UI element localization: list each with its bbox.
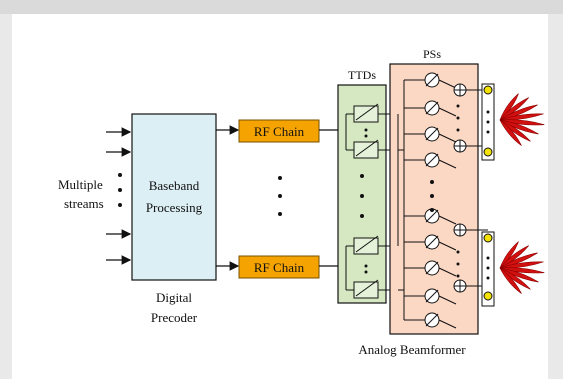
ps-small-dot-bottom-2 — [456, 262, 460, 266]
ttd-arrow-2 — [355, 139, 379, 157]
baseband-label-line1: Baseband — [149, 178, 200, 193]
beam-pattern-bottom — [499, 241, 545, 294]
ttd-dot-2 — [360, 194, 364, 198]
phase-shifter-slash-1 — [425, 73, 439, 87]
ps-small-dot-top-2 — [456, 116, 460, 120]
ps-out-8 — [438, 295, 457, 305]
ttd-small-dot-bottom-2 — [364, 270, 368, 274]
ttd-unit-1 — [353, 105, 379, 123]
ps-small-dot-bottom-1 — [456, 250, 460, 254]
input-dots — [118, 173, 122, 207]
ttd-unit-3 — [353, 237, 379, 255]
antenna-bottom-2 — [483, 291, 493, 301]
ttd-units — [345, 103, 398, 299]
ps-out-5 — [438, 215, 457, 225]
ttd-arrow-3 — [355, 235, 379, 253]
antenna-bottom-dot-3 — [486, 276, 490, 280]
analog-beamformer-label: Analog Beamformer — [358, 342, 466, 357]
antenna-top-dot-1 — [486, 110, 490, 114]
ttd-dot-1 — [360, 174, 364, 178]
baseband-to-rf-arrows — [216, 125, 240, 271]
antenna-top-2 — [483, 147, 493, 157]
rf-chain-top-label: RF Chain — [254, 124, 305, 139]
antenna-elements — [483, 85, 493, 301]
ttd-unit-2 — [353, 141, 379, 159]
ps-out-4 — [438, 159, 457, 169]
rf-dots — [278, 176, 282, 216]
ttd-small-dot-bottom-1 — [364, 264, 368, 268]
baseband-label-line2: Processing — [146, 200, 203, 215]
baseband-block — [131, 113, 217, 281]
phase-shifter-slash-3 — [425, 127, 439, 141]
ps-small-dot-top-1 — [456, 104, 460, 108]
pss-label: PSs — [423, 47, 441, 61]
ttd-arrow-4 — [355, 279, 379, 297]
ttd-small-dot-top-1 — [364, 128, 368, 132]
beam-pattern-top — [499, 93, 545, 146]
ps-out-6 — [438, 241, 457, 251]
top-band — [0, 0, 563, 14]
antenna-bottom-1 — [483, 233, 493, 243]
rf-chain-top — [238, 119, 320, 143]
phase-shifter-slash-5 — [425, 209, 439, 223]
ttd-dot-3 — [360, 214, 364, 218]
digital-label-line1: Digital — [156, 290, 192, 305]
ps-out-9 — [438, 319, 457, 329]
ttds-label: TTDs — [348, 68, 376, 82]
ps-out-2 — [438, 107, 457, 117]
phase-shifter-slash-8 — [425, 289, 439, 303]
antenna-top-1 — [483, 85, 493, 95]
input-stream-arrows — [106, 127, 132, 265]
ps-small-dot-top-3 — [456, 128, 460, 132]
rf-chain-bottom-label: RF Chain — [254, 260, 305, 275]
phase-shifter-slash-6 — [425, 235, 439, 249]
ttd-arrow-1 — [355, 103, 379, 121]
ps-dot-1 — [430, 180, 434, 184]
ttd-unit-4 — [353, 281, 379, 299]
ps-dot-3 — [430, 208, 434, 212]
ps-dot-2 — [430, 194, 434, 198]
input-label-line1: Multiple — [58, 177, 103, 192]
antenna-bottom-dot-1 — [486, 256, 490, 260]
ps-small-dot-bottom-3 — [456, 274, 460, 278]
antenna-top-dot-3 — [486, 130, 490, 134]
rf-chain-bottom — [238, 255, 320, 279]
input-label-line2: streams — [64, 196, 104, 211]
phase-shifter-slash-7 — [425, 261, 439, 275]
phase-shifter-slash-2 — [425, 101, 439, 115]
phase-shifter-slash-4 — [425, 153, 439, 167]
digital-label-line2: Precoder — [151, 310, 198, 325]
antenna-bottom-dot-2 — [486, 266, 490, 270]
beam-top-lobe-8 — [499, 119, 522, 146]
ttd-small-dot-top-2 — [364, 134, 368, 138]
antenna-top-dot-2 — [486, 120, 490, 124]
beam-bottom-lobe-8 — [499, 267, 522, 294]
ps-units — [397, 72, 488, 329]
ps-out-7 — [438, 267, 457, 277]
ps-out-3 — [438, 133, 457, 143]
phase-shifter-slash-9 — [425, 313, 439, 327]
ps-out-1 — [438, 79, 457, 89]
